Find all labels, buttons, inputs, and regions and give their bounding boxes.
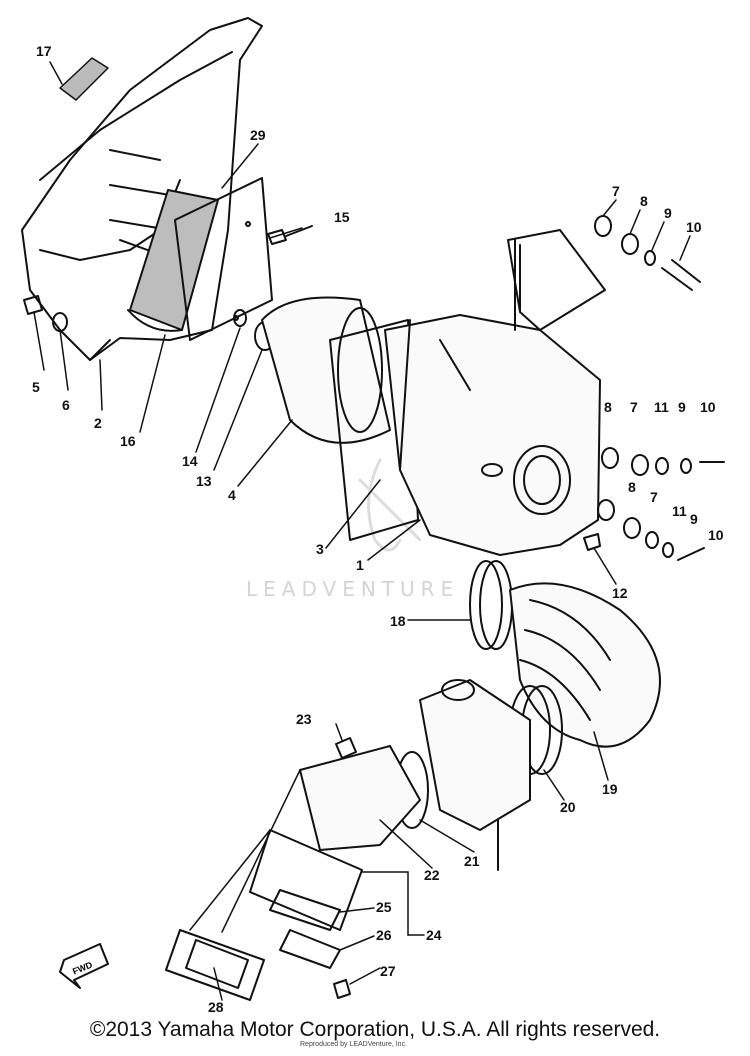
callout-7-mid: 7 — [630, 399, 638, 415]
callout-23: 23 — [296, 711, 312, 727]
callout-1: 1 — [356, 557, 364, 573]
fwd-label: FWD — [71, 959, 94, 976]
plain-washer-part — [644, 250, 692, 558]
callout-25: 25 — [376, 899, 392, 915]
callout-13: 13 — [196, 473, 212, 489]
fwd-arrow-icon — [59, 943, 109, 989]
callout-14: 14 — [182, 453, 198, 469]
callout-7-top: 7 — [612, 183, 620, 199]
callout-22: 22 — [424, 867, 440, 883]
copyright-notice: ©2013 Yamaha Motor Corporation, U.S.A. A… — [89, 1018, 661, 1041]
reed-valve-part — [249, 829, 363, 969]
callout-9-low: 9 — [690, 511, 698, 527]
callout-29: 29 — [250, 127, 266, 143]
callout-3: 3 — [316, 541, 324, 557]
callout-20: 20 — [560, 799, 576, 815]
leader-lines — [33, 61, 691, 1001]
callout-19: 19 — [602, 781, 618, 797]
hose-band-part — [469, 560, 513, 650]
grommet-part — [233, 309, 247, 327]
callout-numbers: 17 29 15 5 6 2 16 14 13 4 3 1 7 8 9 10 8… — [32, 43, 724, 1015]
reproduction-note: Reproduced by LEADVenture, Inc. — [300, 1041, 408, 1048]
callout-7-low: 7 — [650, 489, 658, 505]
screw-part — [267, 225, 313, 245]
callout-26: 26 — [376, 927, 392, 943]
filter-element-part — [127, 189, 219, 332]
callout-8-top: 8 — [640, 193, 648, 209]
callout-12: 12 — [612, 585, 628, 601]
callout-10-low: 10 — [708, 527, 724, 543]
carburetor-part — [419, 679, 531, 871]
callout-17: 17 — [36, 43, 52, 59]
gasket-part — [165, 929, 265, 1001]
callout-4: 4 — [228, 487, 236, 503]
screw-part — [333, 979, 351, 999]
callout-15: 15 — [334, 209, 350, 225]
screw-part — [583, 533, 601, 551]
callout-5: 5 — [32, 379, 40, 395]
callout-24: 24 — [426, 927, 442, 943]
label-part — [59, 57, 109, 101]
callout-8-low: 8 — [628, 479, 636, 495]
callout-9-top: 9 — [664, 205, 672, 221]
callout-18: 18 — [390, 613, 406, 629]
bracket-part — [507, 229, 606, 331]
callout-11-mid: 11 — [654, 399, 669, 415]
bolt-part — [661, 259, 725, 561]
bolt-part — [335, 737, 357, 759]
callout-16: 16 — [120, 433, 136, 449]
intake-joint-part — [509, 582, 661, 748]
callout-11-low: 11 — [672, 503, 687, 519]
bolt-part — [23, 295, 43, 315]
callout-21: 21 — [464, 853, 480, 869]
watermark-logo — [358, 458, 422, 552]
callout-8-mid: 8 — [604, 399, 612, 415]
callout-6: 6 — [62, 397, 70, 413]
callout-10-top: 10 — [686, 219, 702, 235]
gasket-part — [329, 319, 419, 541]
callout-9-mid: 9 — [678, 399, 686, 415]
callout-10-mid: 10 — [700, 399, 716, 415]
air-cleaner-case-part — [384, 314, 601, 556]
watermark-text: LEADVENTURE — [246, 577, 459, 601]
manifold-part — [299, 745, 421, 851]
callout-28: 28 — [208, 999, 224, 1015]
callout-2: 2 — [94, 415, 102, 431]
air-filter-part — [261, 296, 391, 444]
callout-27: 27 — [380, 963, 396, 979]
